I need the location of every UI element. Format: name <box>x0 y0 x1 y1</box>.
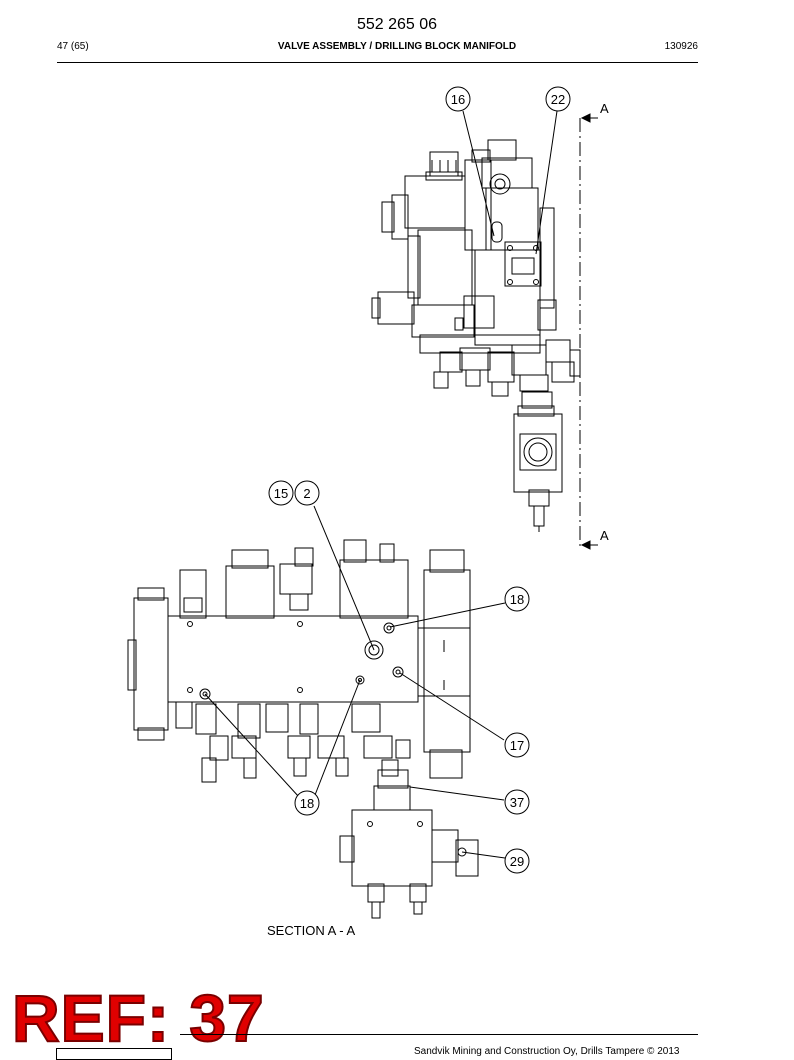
sandvik-logo <box>56 1048 172 1060</box>
callout-label: 2 <box>303 486 310 501</box>
callout-label: 22 <box>551 92 565 107</box>
leader-lines <box>204 110 558 859</box>
footer-rule <box>180 1034 698 1035</box>
callout-22: 22 <box>545 86 571 112</box>
callout-label: 18 <box>300 796 314 811</box>
ref-stamp: REF: 37 <box>11 981 265 1055</box>
lower-manifold <box>127 539 479 919</box>
callout-16: 16 <box>445 86 471 112</box>
callout-17: 17 <box>504 732 530 758</box>
drawing-title: VALVE ASSEMBLY / DRILLING BLOCK MANIFOLD <box>277 41 517 52</box>
header-rule <box>57 62 698 63</box>
footer-copyright: Sandvik Mining and Construction Oy, Dril… <box>414 1046 680 1057</box>
callout-15: 15 <box>268 480 294 506</box>
upper-valve-assembly <box>371 139 581 532</box>
callout-label: 16 <box>451 92 465 107</box>
callout-29: 29 <box>504 848 530 874</box>
section-label: SECTION A - A <box>267 923 356 938</box>
drawing-code: 130926 <box>664 41 698 52</box>
callout-label: 37 <box>510 795 524 810</box>
callout-2: 2 <box>294 480 320 506</box>
callout-18-lower: 18 <box>294 790 320 816</box>
callout-label: 17 <box>510 738 524 753</box>
callout-label: 15 <box>274 486 288 501</box>
callout-label: 29 <box>510 854 524 869</box>
section-marker-top: A <box>600 101 609 116</box>
section-marker-bottom: A <box>600 528 609 543</box>
document-number: 552 265 06 <box>356 16 438 33</box>
page-info: 47 (65) <box>57 41 89 52</box>
callout-label: 18 <box>510 592 524 607</box>
callout-37: 37 <box>504 789 530 815</box>
section-line <box>579 113 598 550</box>
callout-18-upper: 18 <box>504 586 530 612</box>
